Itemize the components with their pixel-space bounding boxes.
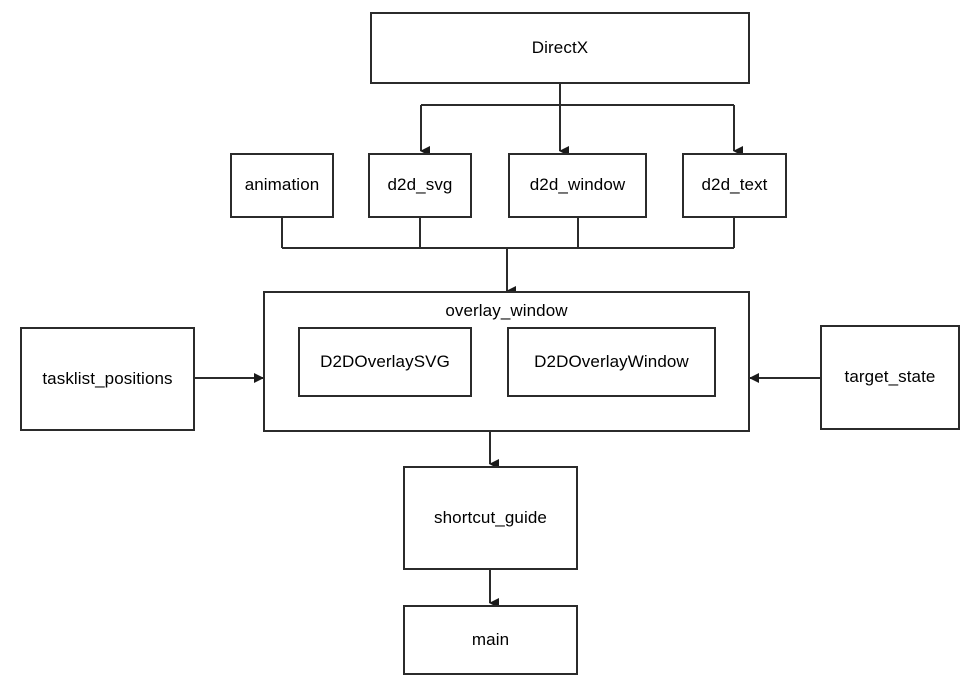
node-shortcut-guide[interactable]: shortcut_guide — [403, 466, 578, 570]
node-d2d-text-label: d2d_text — [701, 175, 768, 195]
group-overlay-window-title: overlay_window — [445, 301, 568, 320]
node-d2d-overlay-window[interactable]: D2DOverlayWindow — [507, 327, 716, 397]
node-directx[interactable]: DirectX — [370, 12, 750, 84]
node-animation[interactable]: animation — [230, 153, 334, 218]
node-tasklist-positions-label: tasklist_positions — [42, 368, 173, 388]
node-d2d-overlay-svg-label: D2DOverlaySVG — [320, 351, 450, 371]
edge-row2-merge-bus — [281, 218, 735, 249]
node-d2d-svg[interactable]: d2d_svg — [368, 153, 472, 218]
node-d2d-svg-label: d2d_svg — [387, 175, 453, 195]
node-d2d-text[interactable]: d2d_text — [682, 153, 787, 218]
node-d2d-overlay-svg[interactable]: D2DOverlaySVG — [298, 327, 472, 397]
node-main-label: main — [471, 629, 510, 649]
node-target-state[interactable]: target_state — [820, 325, 960, 430]
node-main[interactable]: main — [403, 605, 578, 675]
edge-directx-fanout — [420, 84, 735, 140]
node-target-state-label: target_state — [844, 367, 936, 387]
node-d2d-window[interactable]: d2d_window — [508, 153, 647, 218]
node-tasklist-positions[interactable]: tasklist_positions — [20, 327, 195, 431]
node-directx-label: DirectX — [531, 37, 589, 57]
node-d2d-overlay-window-label: D2DOverlayWindow — [534, 351, 689, 371]
node-animation-label: animation — [244, 175, 320, 195]
node-shortcut-guide-label: shortcut_guide — [434, 507, 547, 527]
node-d2d-window-label: d2d_window — [529, 175, 626, 195]
